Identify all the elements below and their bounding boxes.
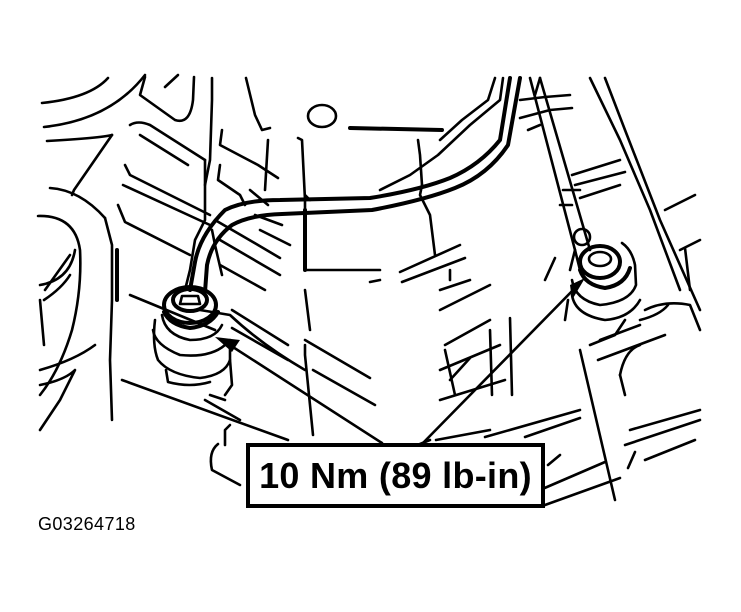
torque-callout-box: 10 Nm (89 lb-in) xyxy=(246,443,545,508)
torque-callout-label: 10 Nm (89 lb-in) xyxy=(259,454,532,496)
left-bolt xyxy=(151,285,240,397)
filler-plug xyxy=(306,103,444,132)
housing-center-ribs xyxy=(116,121,377,447)
fluid-line xyxy=(188,76,522,294)
bracket-mark xyxy=(209,442,242,487)
housing-left-contours xyxy=(36,73,272,432)
callout-leaders xyxy=(220,283,580,445)
right-bolt xyxy=(563,227,642,347)
figure-id: G03264718 xyxy=(38,514,136,534)
housing-center-panel xyxy=(296,136,437,272)
